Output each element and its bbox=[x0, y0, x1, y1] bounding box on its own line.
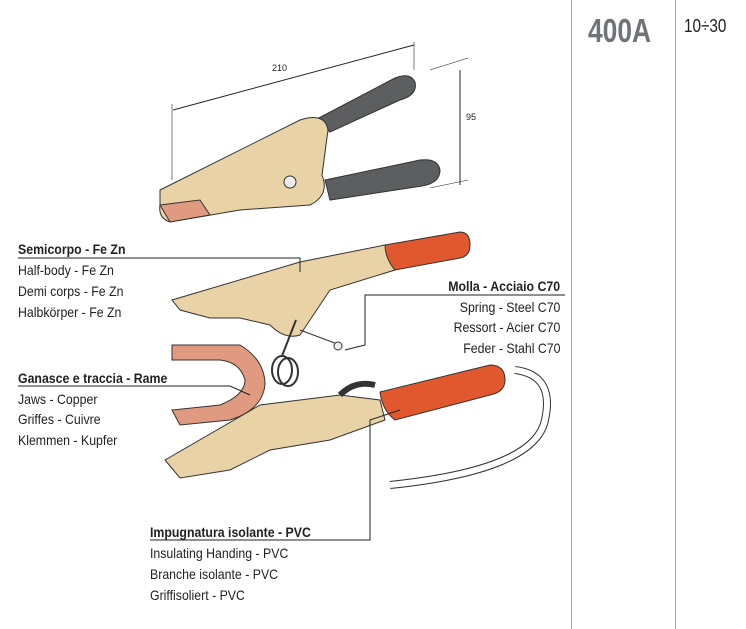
part-translation: Ressort - Acier C70 bbox=[453, 319, 560, 335]
part-translation: Feder - Stahl C70 bbox=[462, 340, 560, 356]
part-title: Semicorpo - Fe Zn bbox=[18, 241, 126, 257]
part-translation: Klemmen - Kupfer bbox=[18, 432, 118, 448]
spring bbox=[271, 319, 299, 387]
part-translation: Griffes - Cuivre bbox=[18, 411, 101, 427]
height-dimension: 95 bbox=[466, 112, 477, 122]
length-dimension: 210 bbox=[272, 63, 288, 73]
part-title: Impugnatura isolante - PVC bbox=[150, 524, 311, 540]
leader-lines bbox=[18, 257, 565, 541]
copper-jaws bbox=[171, 344, 266, 426]
exploded-upper-half bbox=[171, 231, 471, 351]
part-translation: Insulating Handing - PVC bbox=[150, 545, 289, 561]
column-divider bbox=[675, 0, 676, 629]
exploded-lower-half bbox=[164, 364, 551, 489]
part-translation: Griffisoliert - PVC bbox=[150, 587, 245, 603]
part-translation: Jaws - Copper bbox=[18, 391, 98, 407]
part-translation: Halbkörper - Fe Zn bbox=[18, 304, 122, 320]
assembled-clamp bbox=[159, 42, 469, 223]
part-translation: Demi corps - Fe Zn bbox=[18, 283, 124, 299]
part-title: Molla - Acciaio C70 bbox=[448, 278, 560, 294]
part-translation: Branche isolante - PVC bbox=[150, 566, 279, 582]
part-translation: Half-body - Fe Zn bbox=[18, 262, 114, 278]
part-translation: Spring - Steel C70 bbox=[459, 299, 560, 315]
current-rating: 400A bbox=[588, 12, 652, 49]
column-divider bbox=[571, 0, 572, 629]
cable-section-range: 10÷30 bbox=[684, 16, 727, 36]
part-title: Ganasce e traccia - Rame bbox=[18, 370, 168, 386]
